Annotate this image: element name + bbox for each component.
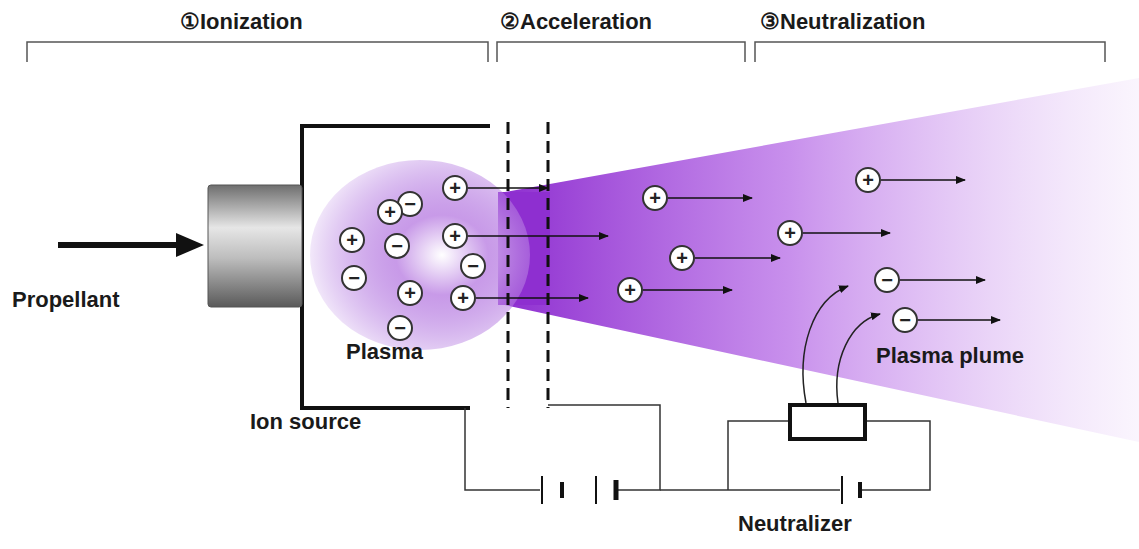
particle-circle: + [450, 285, 476, 311]
particle-circle: + [397, 280, 423, 306]
charge-sign: − [391, 236, 403, 256]
particle-circle: − [892, 307, 918, 333]
particle-circle: + [642, 185, 668, 211]
charge-sign: − [404, 194, 416, 214]
charge-sign: − [467, 256, 479, 276]
charge-sign: − [348, 268, 360, 288]
charge-sign: + [346, 230, 358, 250]
charge-sign: − [899, 310, 911, 330]
charge-sign: + [449, 178, 461, 198]
particle-circle: − [460, 253, 486, 279]
particle-circle: + [442, 223, 468, 249]
particle-circle: + [442, 175, 468, 201]
particle-circle: + [855, 167, 881, 193]
part-label: Neutralizer [738, 512, 852, 536]
region-label: Plasma plume [876, 344, 1024, 368]
particle-circle: − [874, 267, 900, 293]
particle-circle: + [377, 199, 403, 225]
particle-circle: − [384, 233, 410, 259]
part-label: Ion source [250, 410, 361, 434]
particle-circle: + [777, 220, 803, 246]
section-heading: ③Neutralization [760, 10, 925, 34]
particle-circle: + [617, 277, 643, 303]
charge-sign: + [862, 170, 874, 190]
charge-sign: + [649, 188, 661, 208]
charge-sign: + [384, 202, 396, 222]
input-label: Propellant [12, 288, 120, 312]
charge-sign: + [784, 223, 796, 243]
section-heading: ①Ionization [180, 10, 303, 34]
particle-circle: + [669, 245, 695, 271]
charge-sign: + [676, 248, 688, 268]
particle-circle: + [339, 227, 365, 253]
charge-sign: − [394, 318, 406, 338]
region-label: Plasma [346, 340, 423, 364]
charge-sign: + [404, 283, 416, 303]
charge-sign: − [881, 270, 893, 290]
charge-sign: + [624, 280, 636, 300]
charge-sign: + [457, 288, 469, 308]
particle-circle: − [387, 315, 413, 341]
particle-circle: − [341, 265, 367, 291]
section-heading: ②Acceleration [500, 10, 652, 34]
charge-sign: + [449, 226, 461, 246]
